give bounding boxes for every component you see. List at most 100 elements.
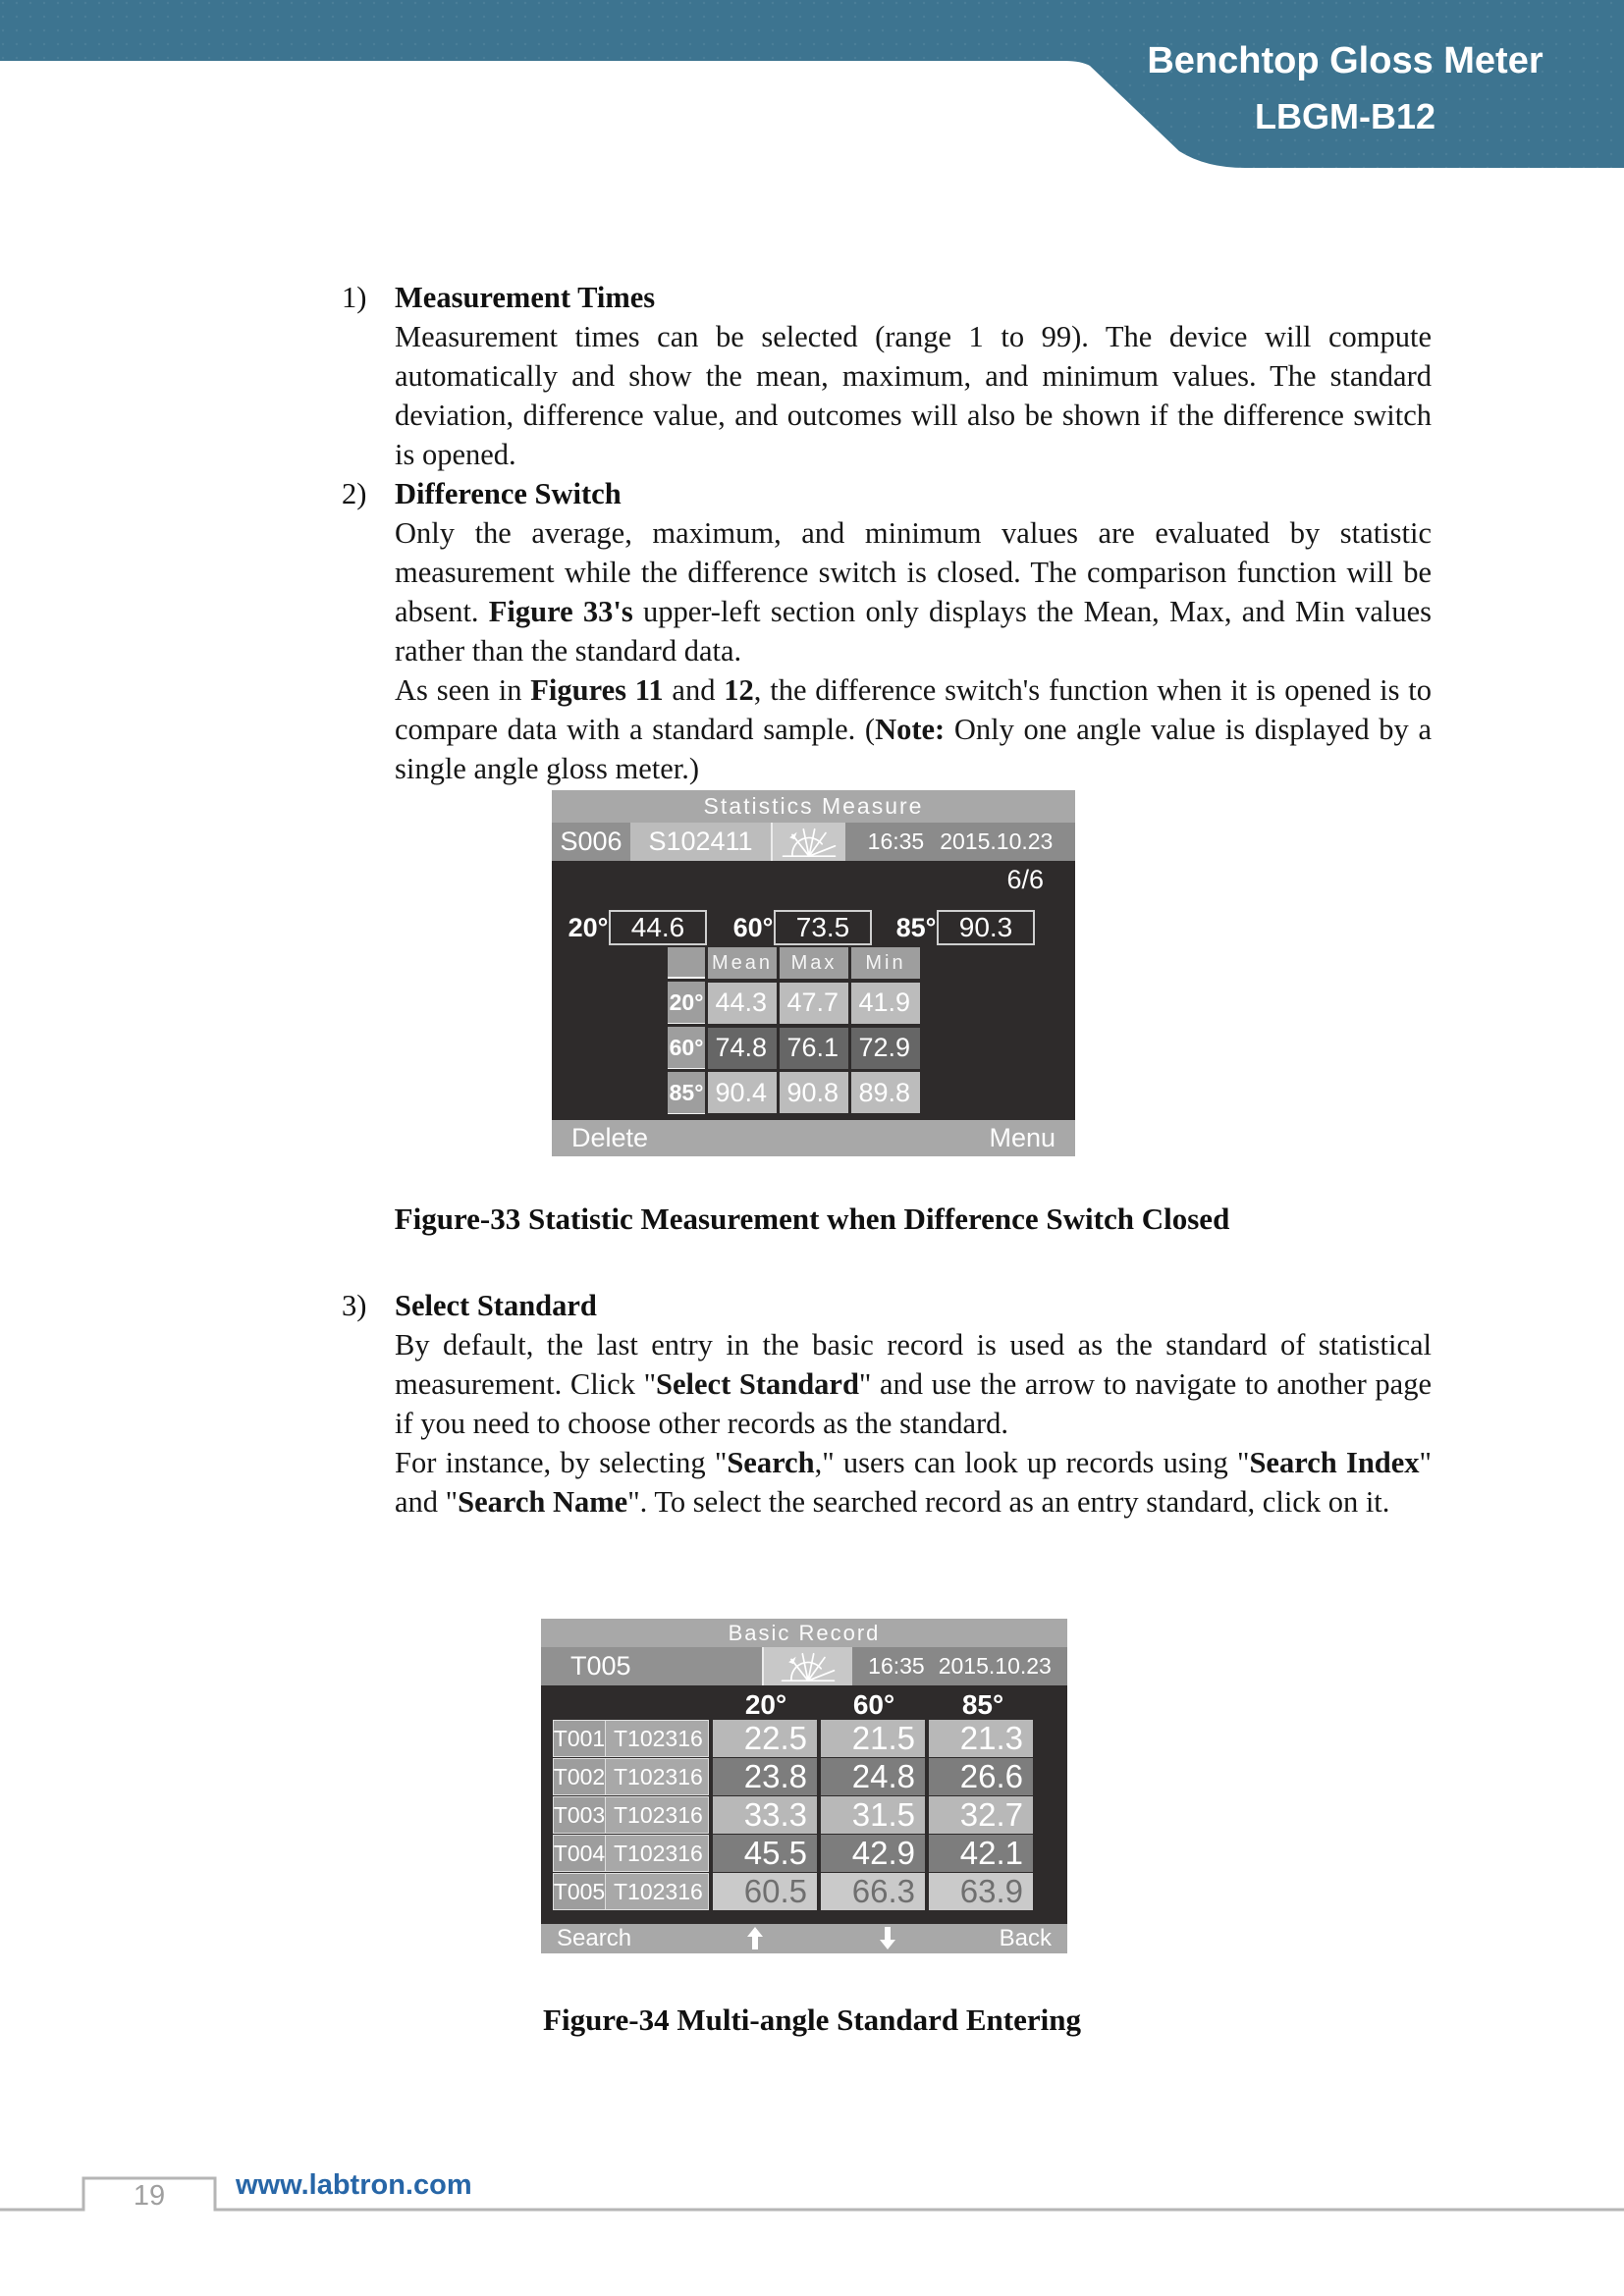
record-id: T002 (553, 1758, 606, 1795)
angle-label: 85° (895, 912, 937, 942)
gloss-value: 63.9 (929, 1873, 1033, 1910)
time-label: 16:35 (867, 828, 925, 854)
gloss-value: 66.3 (821, 1873, 925, 1910)
record-name: T102316 (606, 1835, 709, 1872)
product-name: Benchtop Gloss Meter (1147, 40, 1543, 81)
angle-value-group: 20° 44.6 (568, 910, 707, 945)
record-name: T102316 (606, 1720, 709, 1757)
paragraph: Only the average, maximum, and minimum v… (395, 516, 1433, 667)
angle-column-header: 85° (961, 1689, 1004, 1720)
record-id: T001 (553, 1720, 606, 1757)
gloss-value: 21.3 (929, 1720, 1033, 1757)
list-number: 1) (342, 281, 367, 314)
table-row-labels: 20° 60° 85° (668, 947, 705, 1114)
softkey-bar: Delete Menu (552, 1120, 1075, 1156)
section-heading: 2) Difference Switch (342, 474, 1432, 513)
record-row[interactable]: T002 T102316 23.8 24.8 26.6 (553, 1758, 1033, 1795)
record-row[interactable]: T004 T102316 45.5 42.9 42.1 (553, 1835, 1033, 1872)
page-number: 19 (133, 2180, 166, 2212)
gloss-value: 24.8 (821, 1758, 925, 1795)
footer-rule (0, 2176, 1624, 2212)
back-softkey[interactable]: Back (999, 1925, 1052, 1951)
angle-value-box: 73.5 (774, 910, 872, 945)
current-values-row: 20° 44.6 60° 73.5 85° 90.3 (568, 910, 1035, 945)
row-label: 20° (668, 982, 705, 1024)
record-name: T102316 (606, 1758, 709, 1795)
record-id: T005 (553, 1873, 606, 1910)
table-cell: 76.1 (780, 1027, 848, 1069)
screen-title: Basic Record (541, 1619, 1067, 1647)
down-arrow-icon[interactable] (880, 1927, 895, 1949)
figure-34-caption: Figure-34 Multi-angle Standard Entering (543, 2002, 1081, 2037)
date-label: 2015.10.23 (938, 1653, 1052, 1679)
table-cell: 44.3 (708, 982, 777, 1024)
gloss-value: 45.5 (713, 1835, 817, 1872)
search-softkey[interactable]: Search (557, 1925, 632, 1951)
time-label: 16:35 (868, 1653, 925, 1679)
figure-33-caption: Figure-33 Statistic Measurement when Dif… (394, 1201, 1230, 1236)
statistics-table: 20° 60° 85° Mean Max Min 44.3 47.7 41.9 … (668, 947, 920, 1114)
menu-softkey[interactable]: Menu (989, 1123, 1056, 1152)
website-link[interactable]: www.labtron.com (236, 2169, 472, 2201)
angle-column-header: 20° (744, 1689, 787, 1720)
screen-title: Statistics Measure (552, 790, 1075, 823)
datetime-bar: 16:35 2015.10.23 (852, 1647, 1067, 1685)
record-name: T102316 (606, 1873, 709, 1910)
angle-value-box: 44.6 (609, 910, 707, 945)
record-name: T102316 (606, 1796, 709, 1834)
record-index: S006 (552, 823, 630, 861)
page-counter: 6/6 (1006, 865, 1044, 894)
gloss-value: 22.5 (713, 1720, 817, 1757)
section-heading: 3) Select Standard (342, 1286, 1432, 1325)
record-row[interactable]: T001 T102316 22.5 21.5 21.3 (553, 1720, 1033, 1757)
section-select-standard: 3) Select Standard By default, the last … (342, 1286, 1432, 1522)
screen-info-bar: S006 S102411 16:35 (552, 823, 1075, 861)
screen-info-bar: T005 16:35 2015.10.23 (541, 1647, 1067, 1685)
section-measurement-times: 1) Measurement Times Measurement times c… (342, 278, 1432, 474)
softkey-bar: Search Back (541, 1924, 1067, 1953)
gloss-value: 31.5 (821, 1796, 925, 1834)
section-difference-switch: 2) Difference Switch Only the average, m… (342, 474, 1432, 788)
angle-value-group: 85° 90.3 (895, 910, 1035, 945)
standard-record-label: T005 (541, 1647, 762, 1685)
gloss-value: 32.7 (929, 1796, 1033, 1834)
record-id: T004 (553, 1835, 606, 1872)
paragraph: Measurement times can be selected (range… (395, 320, 1432, 471)
gloss-angles-icon (771, 823, 845, 861)
list-number: 2) (342, 477, 367, 510)
record-row[interactable]: T003 T102316 33.3 31.5 32.7 (553, 1796, 1033, 1834)
date-label: 2015.10.23 (940, 828, 1054, 854)
angle-column-headers: 20° 60° 85° (553, 1689, 1056, 1721)
angle-column-header: 60° (852, 1689, 895, 1720)
model-number: LBGM-B12 (1254, 96, 1435, 136)
column-header: Min (851, 947, 920, 979)
row-label: 85° (668, 1072, 705, 1114)
up-arrow-icon[interactable] (747, 1927, 763, 1949)
header-banner (0, 0, 1624, 168)
angle-value-group: 60° 73.5 (732, 910, 872, 945)
angle-label: 60° (732, 912, 774, 942)
table-cell: 47.7 (780, 982, 848, 1024)
section-heading: 1) Measurement Times (342, 278, 1432, 317)
record-name: S102411 (630, 823, 771, 861)
paragraph: By default, the last entry in the basic … (395, 1328, 1432, 1440)
delete-softkey[interactable]: Delete (571, 1123, 649, 1152)
record-row-selected[interactable]: T005 T102316 60.5 66.3 63.9 (553, 1873, 1033, 1910)
brand-title: Benchtop Gloss Meter LBGM-B12 (1080, 35, 1610, 147)
body-text-block: 1) Measurement Times Measurement times c… (342, 278, 1432, 788)
table-cell: 72.9 (851, 1027, 920, 1069)
table-cell: 74.8 (708, 1027, 777, 1069)
table-cell: 89.8 (851, 1072, 920, 1114)
gloss-value: 33.3 (713, 1796, 817, 1834)
gloss-value: 26.6 (929, 1758, 1033, 1795)
gloss-angles-icon (762, 1647, 852, 1685)
table-cell: 90.4 (708, 1072, 777, 1114)
paragraph: As seen in Figures 11 and 12, the differ… (395, 673, 1432, 785)
gloss-value: 21.5 (821, 1720, 925, 1757)
row-label: 60° (668, 1027, 705, 1069)
table-values-grid: Mean Max Min 44.3 47.7 41.9 74.8 76.1 72… (708, 947, 920, 1114)
paragraph: For instance, by selecting "Search," use… (395, 1446, 1432, 1519)
record-list: T001 T102316 22.5 21.5 21.3 T002 T102316… (553, 1720, 1033, 1910)
angle-value-box: 90.3 (937, 910, 1035, 945)
